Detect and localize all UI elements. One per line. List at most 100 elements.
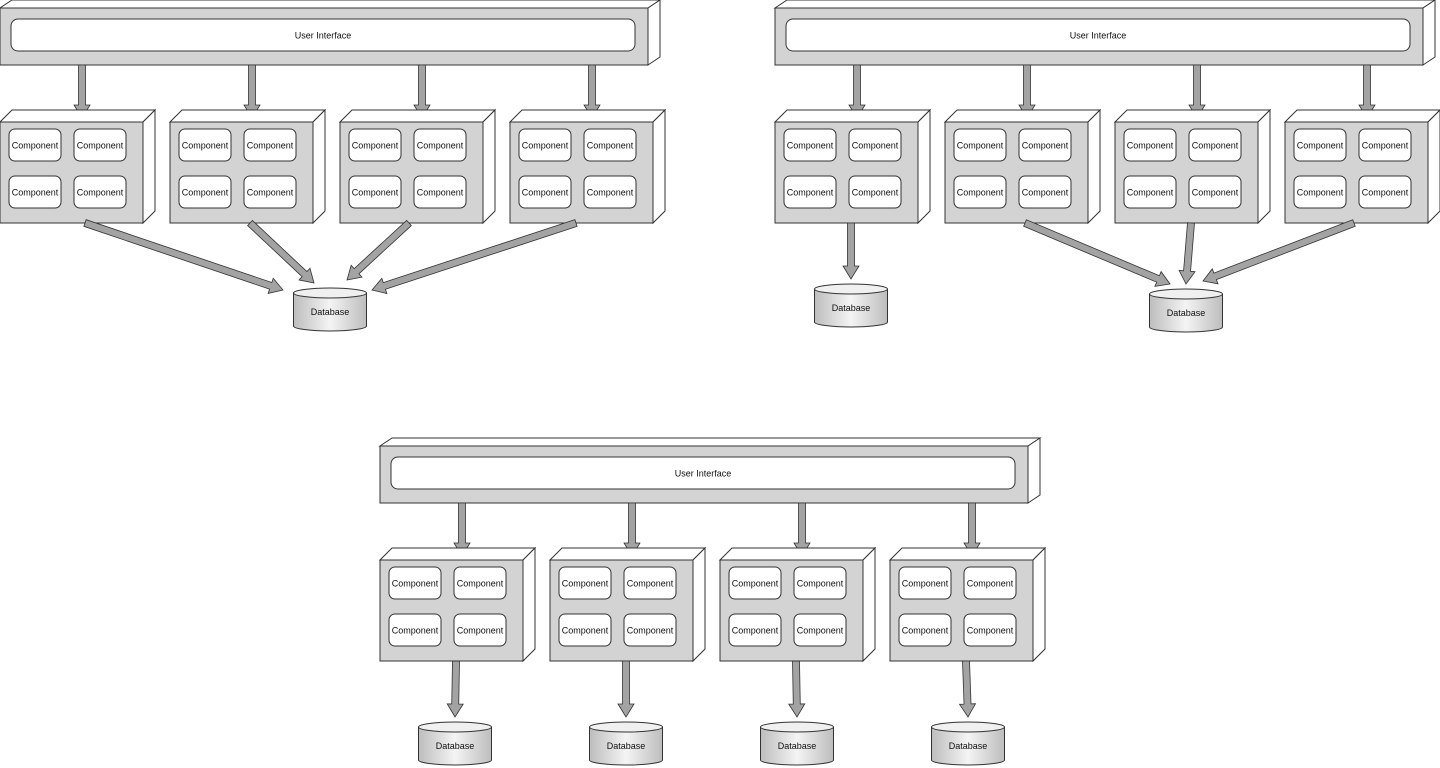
component-box	[178, 128, 232, 162]
component-box	[783, 175, 837, 209]
component-label: Component	[852, 187, 899, 197]
component-box	[1293, 175, 1347, 209]
component-box	[178, 175, 232, 209]
component: Component	[963, 613, 1017, 647]
module-to-database-arrow	[1202, 219, 1356, 285]
component-box	[453, 613, 507, 647]
box-top-face	[548, 547, 707, 561]
component: Component	[453, 566, 507, 600]
database: Database	[589, 721, 663, 766]
box-side-face	[1257, 108, 1271, 225]
component: Component	[898, 613, 952, 647]
component-label: Component	[1362, 187, 1409, 197]
box-top-face	[0, 109, 157, 123]
user-interface-layer: User Interface	[773, 0, 1436, 66]
component: Component	[413, 128, 467, 162]
component-label: Component	[1297, 187, 1344, 197]
box-side-face	[652, 108, 666, 225]
database-body	[1149, 294, 1223, 333]
component-label: Component	[957, 140, 1004, 150]
component-box	[623, 613, 677, 647]
module-to-database-arrow	[446, 660, 464, 718]
component-box	[1358, 175, 1412, 209]
component-label: Component	[77, 140, 124, 150]
component-box	[243, 175, 297, 209]
component-label: Component	[457, 625, 504, 635]
box-side-face	[1032, 546, 1046, 663]
component: Component	[1293, 175, 1347, 209]
component: Component	[8, 175, 62, 209]
component-label: Component	[522, 187, 569, 197]
box-top-face	[168, 109, 327, 123]
box-side-face	[692, 546, 706, 663]
component-label: Component	[967, 578, 1014, 588]
component: Component	[1188, 175, 1242, 209]
module-to-database-arrow	[83, 219, 284, 294]
component-label: Component	[352, 140, 399, 150]
database-body	[760, 727, 834, 766]
component-label: Component	[967, 625, 1014, 635]
component-box	[1123, 175, 1177, 209]
component: Component	[453, 613, 507, 647]
database: Database	[418, 721, 492, 766]
component-label: Component	[1192, 187, 1239, 197]
component: Component	[783, 175, 837, 209]
box-top-face	[943, 109, 1102, 123]
database-top	[814, 283, 888, 295]
component-box	[848, 175, 902, 209]
user-interface-panel	[10, 18, 636, 52]
component-label: Component	[797, 578, 844, 588]
component: Component	[8, 128, 62, 162]
database-label: Database	[949, 741, 988, 751]
component-label: Component	[1127, 187, 1174, 197]
box-top-face	[378, 547, 537, 561]
component-label: Component	[522, 140, 569, 150]
component-label: Component	[902, 578, 949, 588]
component-label: Component	[732, 578, 779, 588]
component-box	[388, 613, 442, 647]
database-top	[589, 721, 663, 733]
database-top	[931, 721, 1005, 733]
component: Component	[793, 613, 847, 647]
component-label: Component	[12, 140, 59, 150]
database-label: Database	[607, 741, 646, 751]
component-box	[1123, 128, 1177, 162]
box-top-face	[773, 109, 932, 123]
box-top-face	[1283, 109, 1440, 123]
component: Component	[728, 613, 782, 647]
component-label: Component	[732, 625, 779, 635]
component: Component	[583, 175, 637, 209]
component-label: Component	[1022, 187, 1069, 197]
component-label: Component	[587, 187, 634, 197]
component-box	[348, 175, 402, 209]
component-label: Component	[787, 187, 834, 197]
component: Component	[178, 128, 232, 162]
component: Component	[728, 566, 782, 600]
component-box	[73, 175, 127, 209]
database: Database	[760, 721, 834, 766]
database-label: Database	[832, 303, 871, 313]
box-side-face	[917, 108, 931, 225]
box-top-face	[1113, 109, 1272, 123]
component-box	[583, 128, 637, 162]
database: Database	[293, 287, 367, 332]
component-label: Component	[1022, 140, 1069, 150]
component: Component	[518, 128, 572, 162]
component: Component	[1018, 175, 1072, 209]
database-body	[589, 727, 663, 766]
box-side-face	[862, 546, 876, 663]
component: Component	[848, 128, 902, 162]
component-label: Component	[392, 625, 439, 635]
box-side-face	[647, 0, 661, 66]
component: Component	[623, 613, 677, 647]
user-interface-layer: User Interface	[378, 437, 1042, 504]
component-label: Component	[1127, 140, 1174, 150]
component-label: Component	[247, 187, 294, 197]
component-label: Component	[562, 578, 609, 588]
